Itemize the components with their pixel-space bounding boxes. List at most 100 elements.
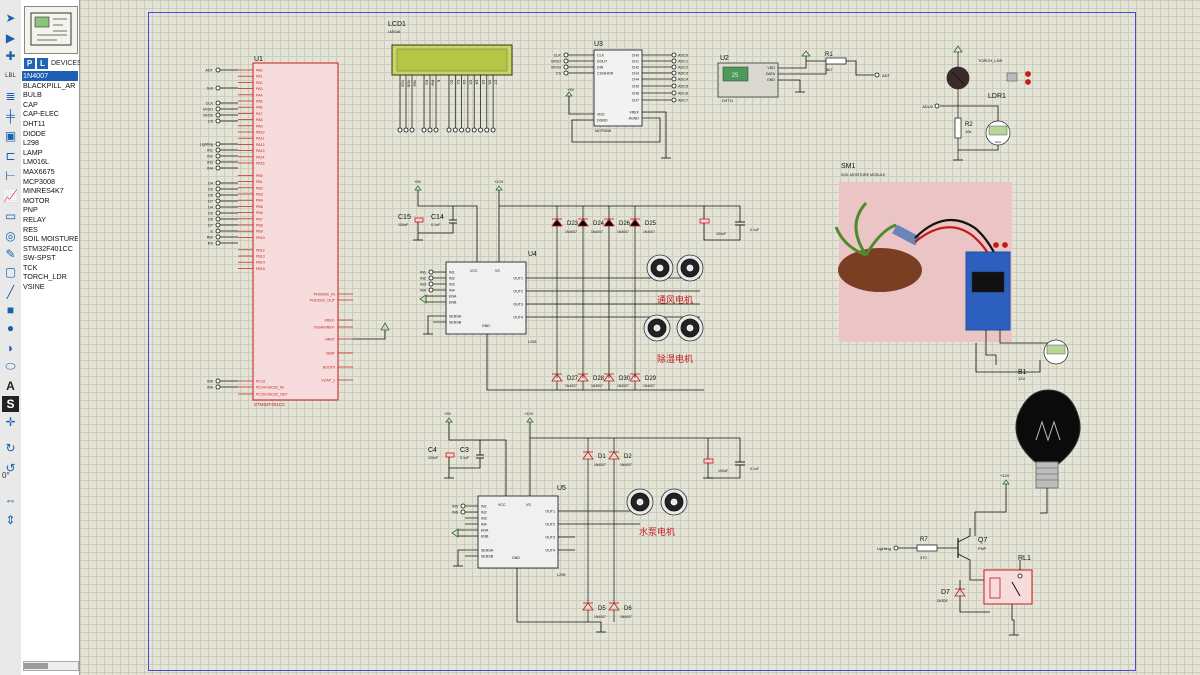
net-terminal: [671, 64, 677, 70]
device-list-item[interactable]: RES: [23, 224, 38, 234]
u3-pin-label: DGND: [597, 119, 608, 123]
u1-pin-label: PA13: [256, 149, 265, 153]
generator-icon[interactable]: ◎: [5, 229, 16, 243]
wire: [571, 117, 661, 143]
tape-icon[interactable]: ▭: [4, 209, 17, 223]
device-list-item[interactable]: SOIL MOISTURE: [23, 234, 78, 244]
device-list-item[interactable]: DIODE: [23, 128, 46, 138]
net-terminal: [563, 70, 569, 76]
u4-pin-label: SENSA: [449, 315, 462, 319]
power-terminal: [495, 185, 503, 191]
library-manager-button[interactable]: L: [37, 57, 48, 69]
diode-part: 1N4007: [620, 615, 632, 619]
text-script-icon[interactable]: ≣: [5, 89, 16, 103]
line-icon[interactable]: ╱: [6, 285, 15, 299]
device-list-item[interactable]: RELAY: [23, 214, 47, 224]
wire: [999, 330, 1052, 344]
device-list-item[interactable]: TCK: [23, 262, 38, 272]
device-list-item[interactable]: BLACKPILL_AR: [23, 80, 76, 90]
device-list-item[interactable]: MOTOR: [23, 195, 50, 205]
net-label: IN1: [420, 271, 426, 275]
cap-body: [699, 218, 710, 224]
instrument-icon[interactable]: ▢: [4, 265, 17, 279]
box-icon[interactable]: ■: [6, 303, 15, 317]
net-label: ADC3: [678, 72, 688, 76]
r2-ref: R2: [965, 122, 973, 128]
net-label: IN6: [452, 511, 458, 515]
device-list-item[interactable]: DHT11: [23, 118, 46, 128]
marker-icon[interactable]: ✛: [5, 415, 16, 429]
device-list-item[interactable]: SW-SPST: [23, 253, 56, 263]
device-list-item[interactable]: BULB: [23, 90, 42, 100]
voltmeter-display: [988, 125, 1008, 136]
device-list-item[interactable]: MCP3008: [23, 176, 55, 186]
device-list-item[interactable]: LM016L: [23, 157, 49, 167]
net-terminal: [563, 52, 569, 58]
device-list-item[interactable]: L298: [23, 138, 39, 148]
device-pin-icon[interactable]: ⊢: [5, 169, 16, 183]
device-list-item[interactable]: CAP-ELEC: [23, 109, 59, 119]
arc-icon[interactable]: ◗: [6, 341, 15, 355]
device-list-item[interactable]: VSINE: [23, 282, 45, 292]
power-terminal: [451, 528, 459, 538]
terminal-icon[interactable]: ⊏: [5, 149, 16, 163]
component-icon[interactable]: ▶: [5, 31, 16, 45]
device-list-item[interactable]: CAP: [23, 99, 38, 109]
device-list-item[interactable]: PNP: [23, 205, 38, 215]
subcircuit-icon[interactable]: ▣: [4, 129, 17, 143]
net-terminal: [215, 118, 221, 124]
device-list-item[interactable]: MINRES4K7: [23, 186, 64, 196]
none[interactable]: [578, 220, 588, 226]
net-terminal: [215, 165, 221, 171]
net-terminal: [215, 198, 221, 204]
device-list-item[interactable]: STM32F401CC: [23, 243, 73, 253]
plant-icon: [834, 201, 897, 257]
net-terminal: [671, 83, 677, 89]
rotate-ccw-icon[interactable]: ↺: [5, 461, 16, 475]
symbol-icon[interactable]: S: [2, 396, 19, 412]
device-list-item[interactable]: MAX6675: [23, 166, 55, 176]
path-icon[interactable]: ⬭: [5, 359, 16, 373]
wire: [1011, 604, 1015, 635]
text-icon[interactable]: A: [6, 379, 15, 393]
scrollbar-thumb[interactable]: [24, 663, 48, 669]
bus-icon[interactable]: ╪: [6, 109, 15, 123]
u4-part: L298: [528, 340, 536, 344]
probe-icon[interactable]: ✎: [5, 247, 16, 261]
u5-pin-label: ENB: [481, 535, 489, 539]
diode-body: [582, 602, 594, 611]
junction-icon[interactable]: ✚: [5, 49, 16, 63]
u3-pin-label: CH5: [632, 85, 639, 89]
net-label: ADC0: [678, 54, 688, 58]
device-list-item[interactable]: TORCH_LDR: [23, 272, 67, 282]
power-terminal: [419, 294, 427, 304]
wire: [1040, 488, 1048, 514]
rotate-cw-icon[interactable]: ↻: [5, 441, 16, 455]
bulb-icon: [1015, 389, 1081, 471]
net-terminal: [893, 545, 899, 551]
graph-icon[interactable]: 📈: [3, 189, 18, 203]
select-arrow-icon[interactable]: ➤: [5, 11, 16, 25]
device-list-item[interactable]: 1N4007: [22, 71, 78, 81]
wire-label-icon[interactable]: LBL: [5, 73, 16, 79]
none[interactable]: [630, 220, 640, 226]
ldr-symbol: [951, 71, 965, 85]
mirror-v-icon[interactable]: ⇕: [5, 513, 16, 527]
c15-ref: C15: [398, 214, 411, 221]
none[interactable]: [604, 220, 614, 226]
none[interactable]: [552, 220, 562, 226]
net-terminal: [215, 234, 221, 240]
lcd-pin-label: D0: [450, 80, 454, 84]
pick-device-button[interactable]: P: [24, 57, 35, 69]
mirror-h-icon[interactable]: ⇔: [4, 493, 17, 507]
lcd-pin-terminal: [465, 127, 471, 133]
lcd-pin-terminal: [397, 127, 403, 133]
circle-icon[interactable]: ●: [6, 321, 15, 335]
device-list-scrollbar[interactable]: [23, 661, 79, 671]
device-list-item[interactable]: LAMP: [23, 147, 43, 157]
r2-value: 10k: [965, 129, 971, 134]
u4-pin-label: VCC: [470, 269, 478, 273]
net-label: E: [210, 230, 213, 234]
